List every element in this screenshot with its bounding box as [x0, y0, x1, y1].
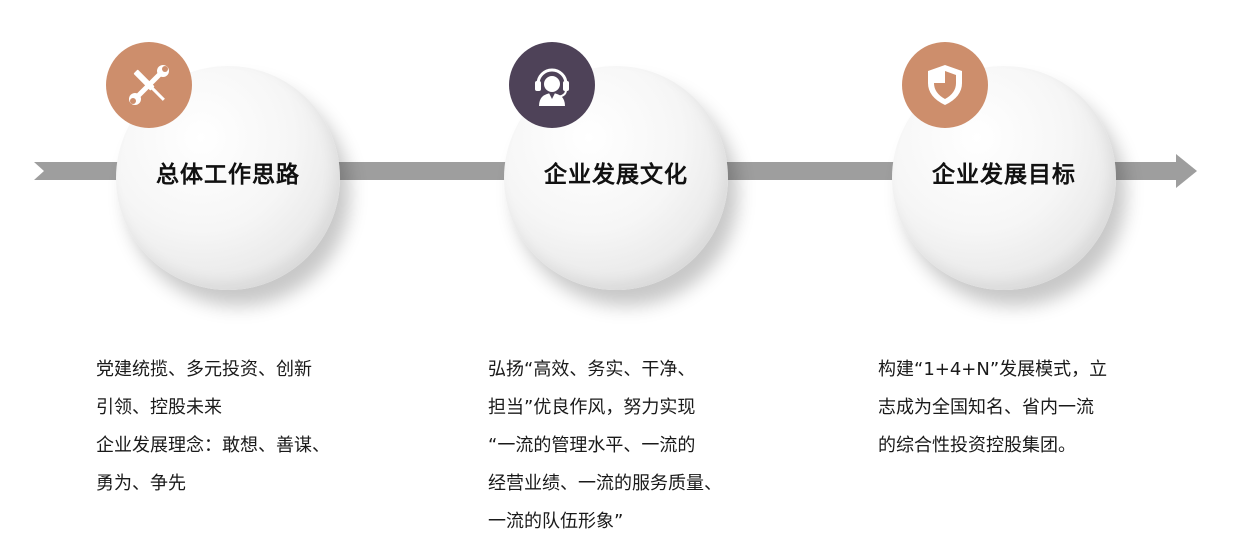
step-2-description: 弘扬“高效、务实、干净、 担当”优良作风，努力实现 “一流的管理水平、一流的 经…: [488, 351, 722, 541]
step-3-line-2: 志成为全国知名、省内一流: [878, 397, 1094, 418]
step-2-line-2: 担当”优良作风，努力实现: [488, 397, 696, 418]
step-3-line-1: 构建“1+4+N”发展模式，立: [878, 359, 1108, 380]
arrow-tail: [34, 162, 132, 180]
step-3-description: 构建“1+4+N”发展模式，立 志成为全国知名、省内一流 的综合性投资控股集团。: [878, 351, 1107, 465]
step-2-line-4: 经营业绩、一流的服务质量、: [488, 473, 722, 494]
arrow-head: [1176, 154, 1197, 188]
step-3-line-3: 的综合性投资控股集团。: [878, 435, 1076, 456]
step-2-title: 企业发展文化: [544, 162, 688, 188]
step-2-line-3: “一流的管理水平、一流的: [488, 435, 696, 456]
shield-icon: [928, 65, 962, 105]
customer-service-headset-icon: [535, 68, 569, 106]
step-2-line-5: 一流的队伍形象”: [488, 511, 624, 532]
step-2-badge: [509, 42, 595, 128]
step-2-circle: 企业发展文化: [504, 66, 728, 290]
step-1-description: 党建统揽、多元投资、创新 引领、控股未来 企业发展理念：敢想、善谋、 勇为、争先: [96, 351, 330, 503]
step-1-line-3: 企业发展理念：敢想、善谋、: [96, 435, 330, 456]
step-1-title: 总体工作思路: [156, 162, 300, 188]
step-3-title: 企业发展目标: [932, 162, 1076, 188]
step-1-line-4: 勇为、争先: [96, 473, 186, 494]
wrench-screwdriver-icon: [129, 65, 169, 105]
connector-segment-1: [330, 162, 520, 180]
step-1-badge: [106, 42, 192, 128]
step-2-line-1: 弘扬“高效、务实、干净、: [488, 359, 696, 380]
step-3-badge: [902, 42, 988, 128]
step-1-line-1: 党建统揽、多元投资、创新: [96, 359, 312, 380]
arrow-shaft: [1106, 162, 1178, 180]
connector-segment-2: [718, 162, 908, 180]
step-1-line-2: 引领、控股未来: [96, 397, 222, 418]
